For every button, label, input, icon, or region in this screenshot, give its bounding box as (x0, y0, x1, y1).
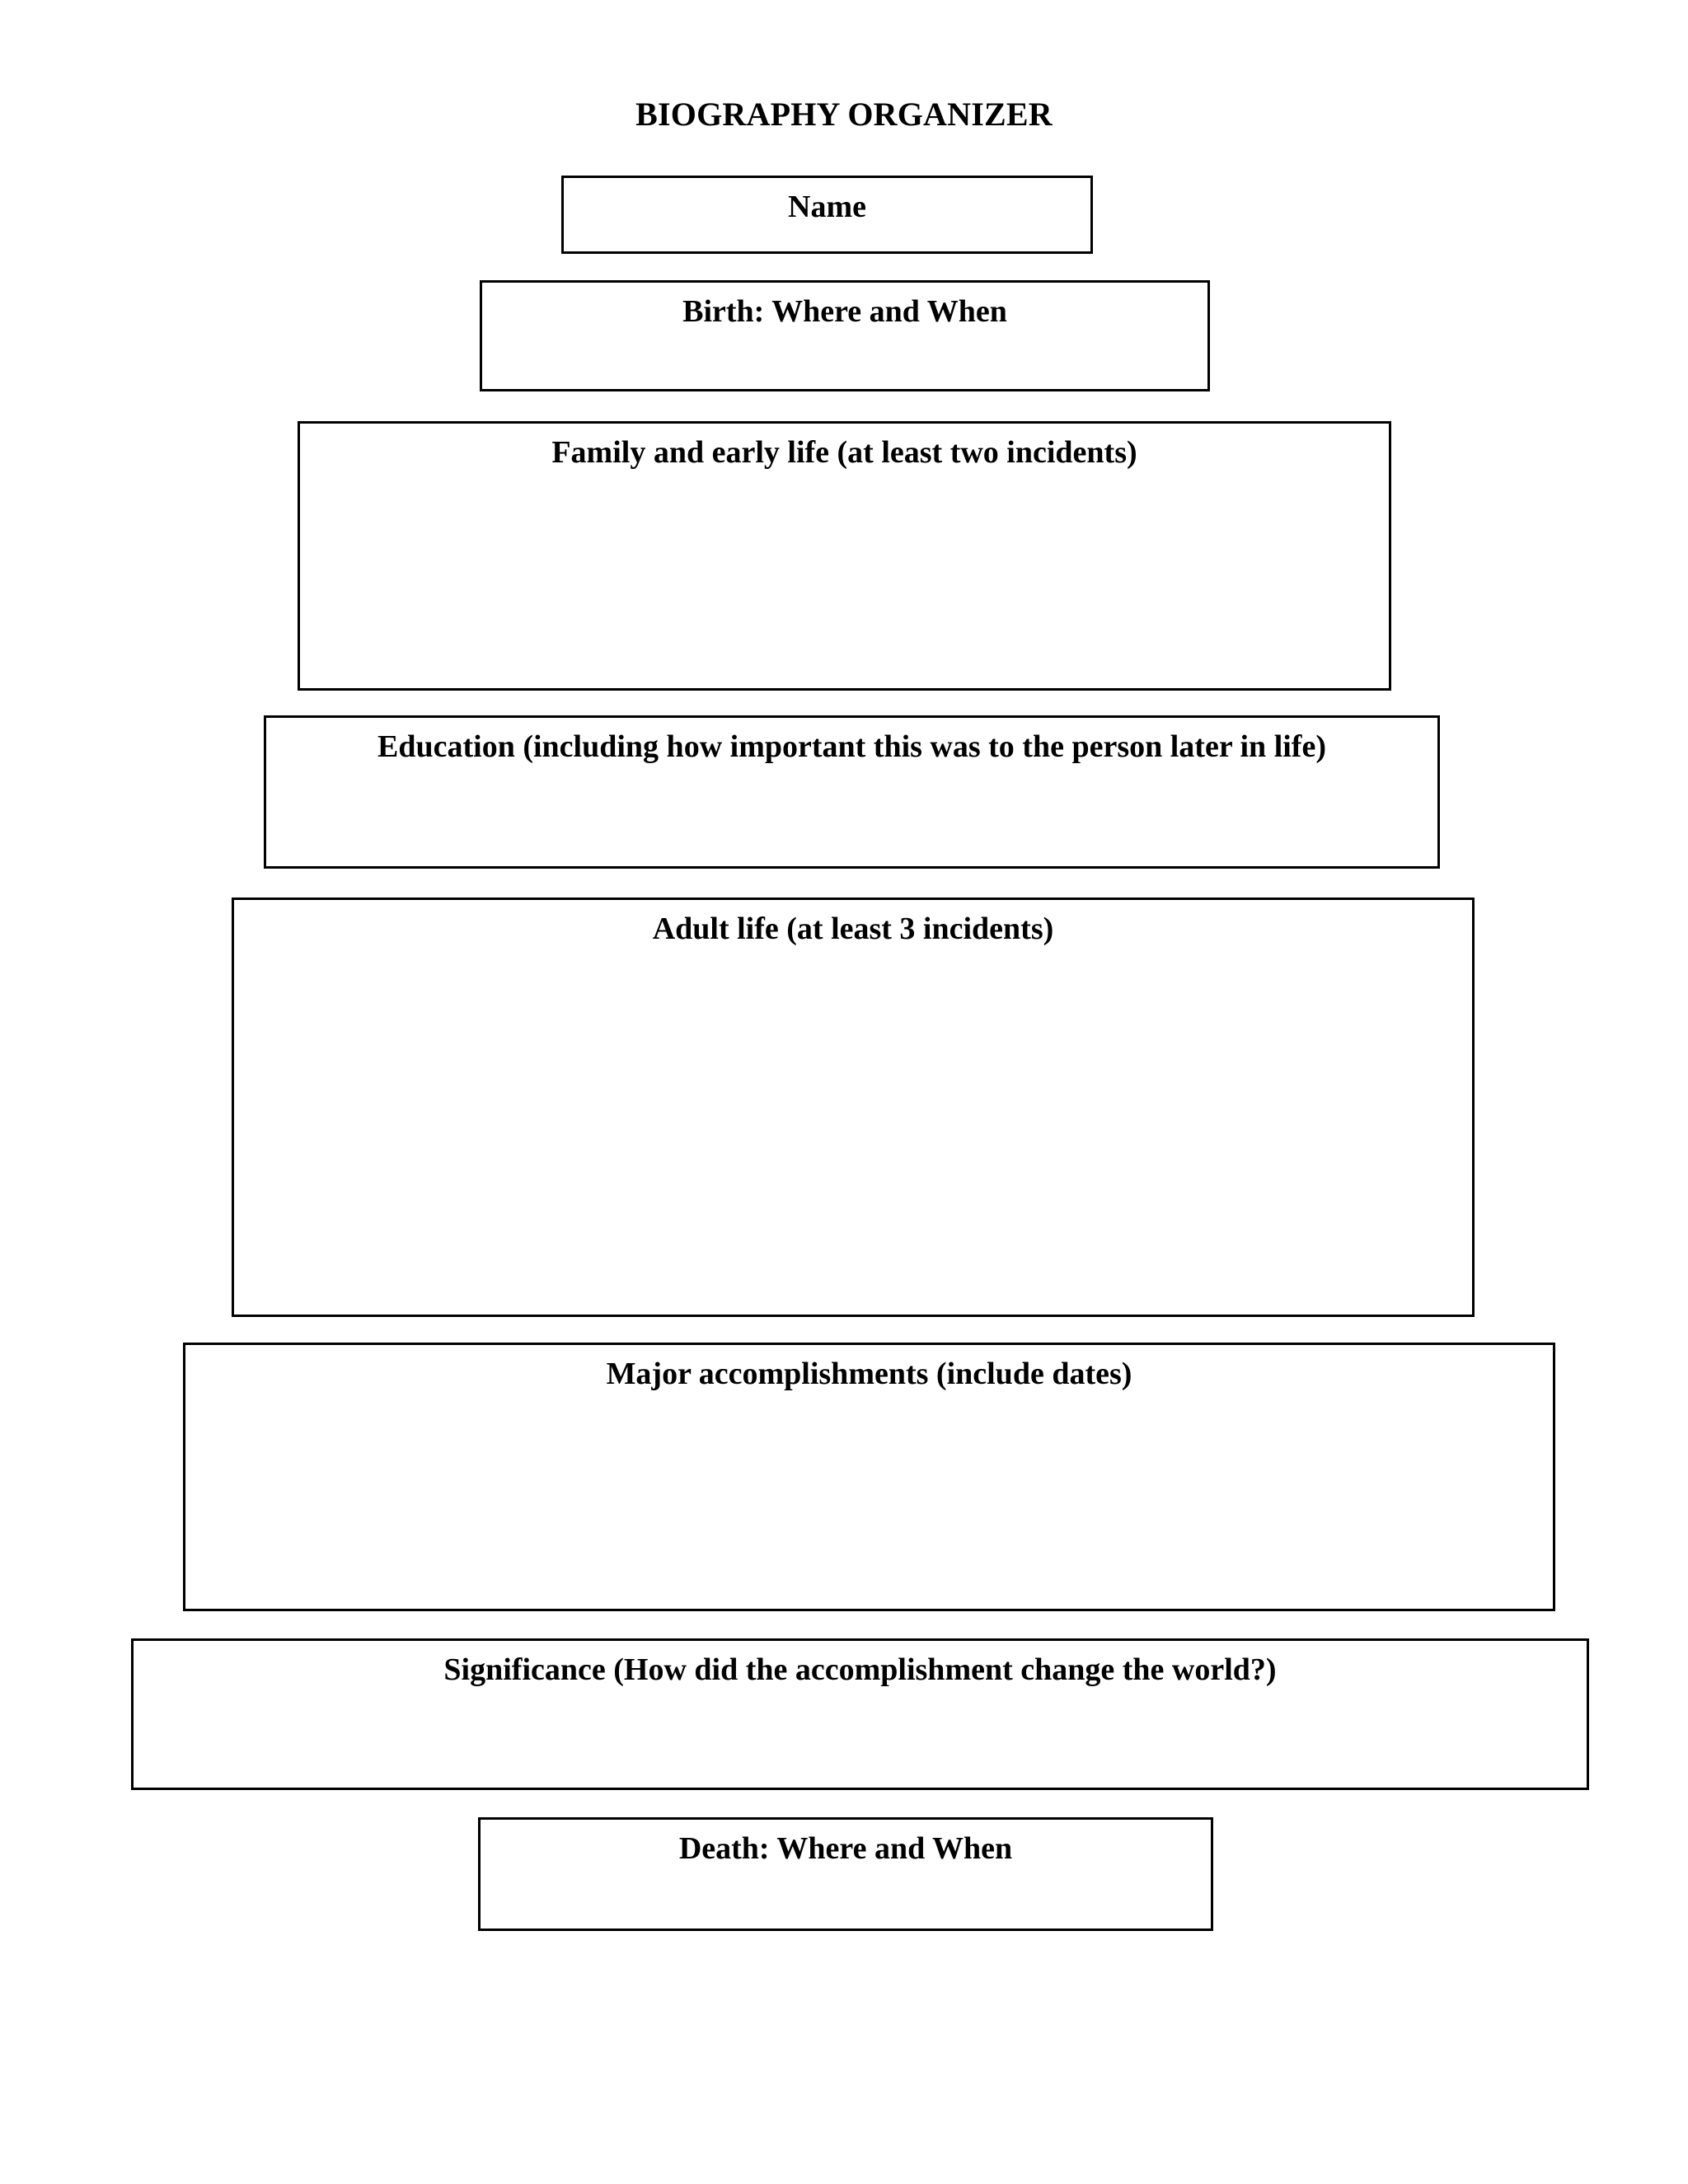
section-box-name[interactable]: Name (561, 176, 1093, 254)
section-box-education[interactable]: Education (including how important this … (264, 715, 1440, 869)
section-label-family-and-early-life: Family and early life (at least two inci… (551, 435, 1137, 470)
section-box-family-and-early-life[interactable]: Family and early life (at least two inci… (298, 421, 1391, 691)
page-title: BIOGRAPHY ORGANIZER (635, 96, 1053, 133)
section-box-significance[interactable]: Significance (How did the accomplishment… (131, 1638, 1589, 1790)
section-label-adult-life: Adult life (at least 3 incidents) (652, 912, 1054, 946)
section-label-education: Education (including how important this … (377, 729, 1326, 764)
section-box-birth[interactable]: Birth: Where and When (480, 280, 1210, 391)
section-label-major-accomplishments: Major accomplishments (include dates) (606, 1357, 1132, 1391)
section-box-major-accomplishments[interactable]: Major accomplishments (include dates) (183, 1343, 1555, 1611)
section-label-name: Name (788, 190, 866, 224)
section-label-significance: Significance (How did the accomplishment… (443, 1652, 1277, 1687)
section-box-adult-life[interactable]: Adult life (at least 3 incidents) (232, 898, 1475, 1317)
section-label-birth: Birth: Where and When (682, 294, 1007, 329)
section-label-death: Death: Where and When (678, 1831, 1013, 1866)
section-box-death[interactable]: Death: Where and When (478, 1817, 1213, 1931)
